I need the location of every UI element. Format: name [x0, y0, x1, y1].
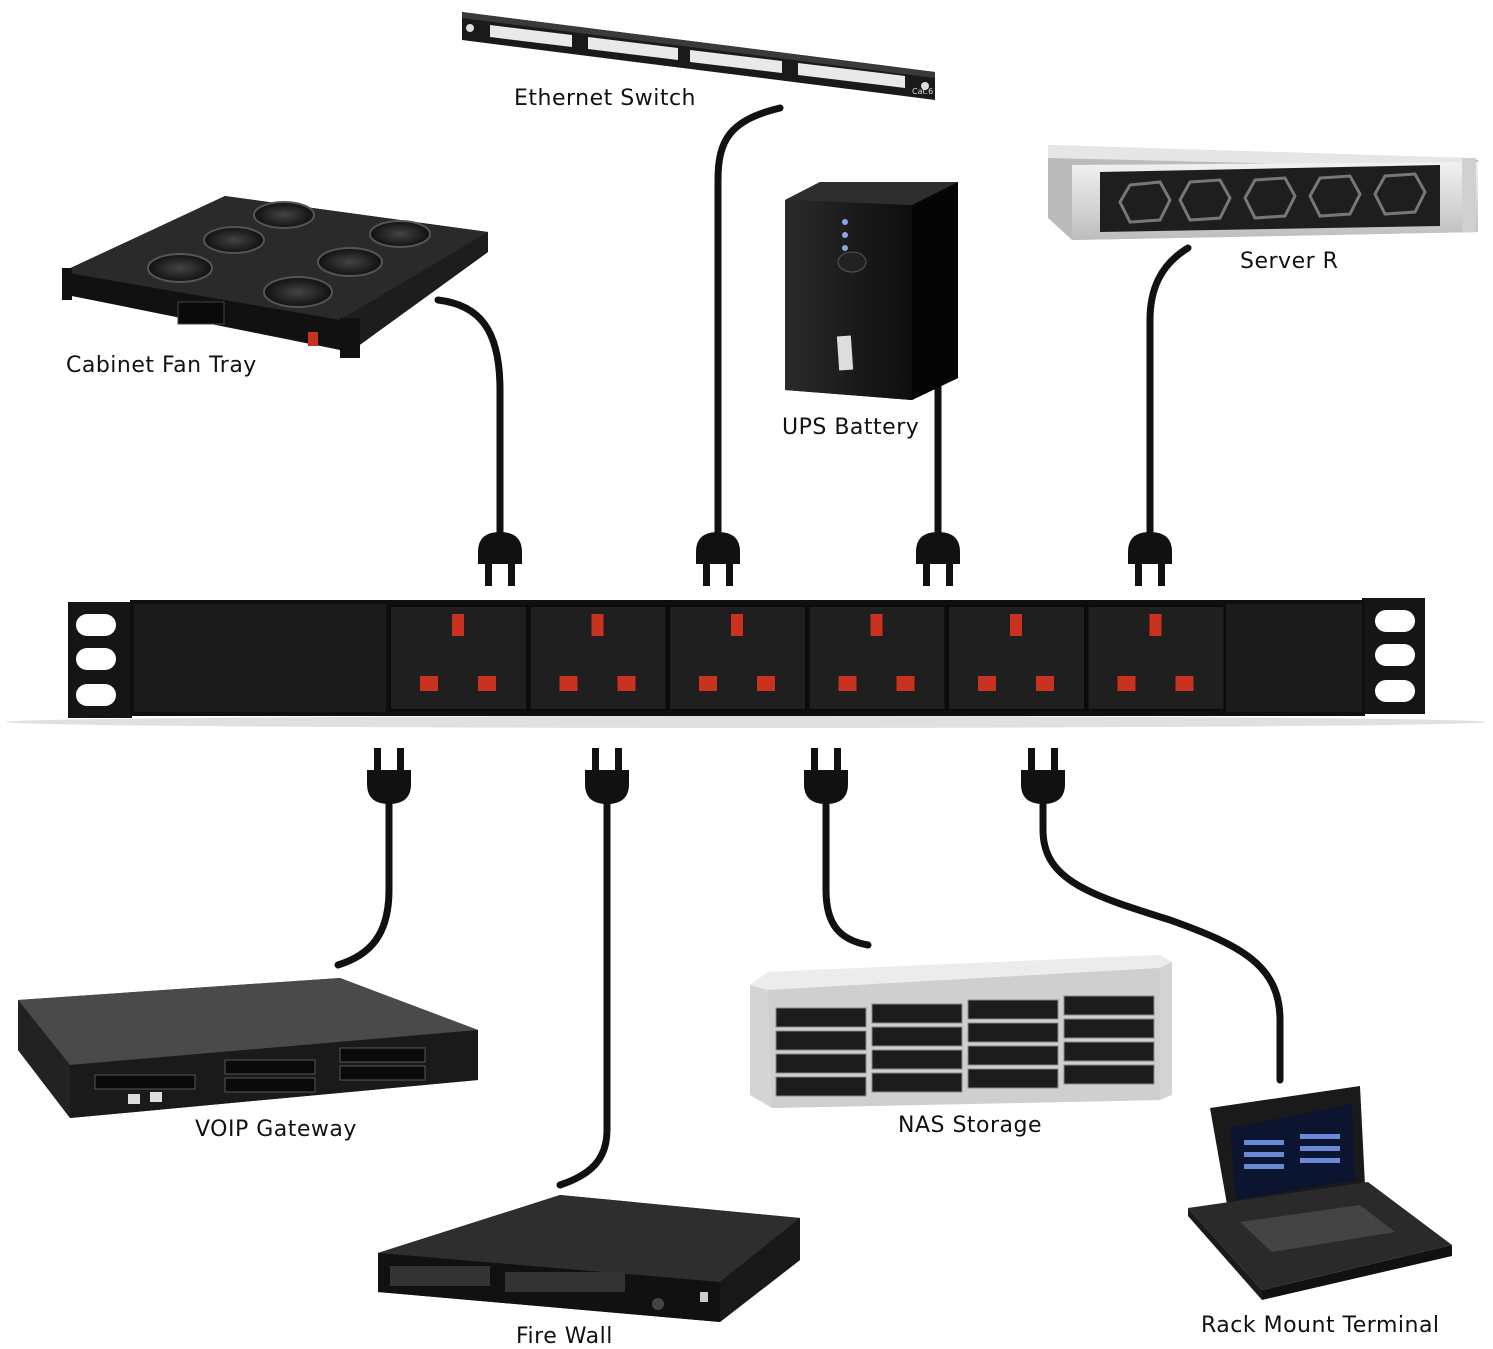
fire-wall-device — [378, 1195, 800, 1322]
label-fire-wall: Fire Wall — [516, 1324, 613, 1349]
cable-terminal — [1039, 796, 1284, 1084]
cabinet-fan-tray-device — [62, 196, 488, 358]
voip-gateway-device — [18, 978, 478, 1118]
nas-storage-device — [750, 955, 1172, 1108]
ethernet-switch-device: Cat.6 — [462, 12, 935, 100]
drive-bay — [871, 1049, 963, 1070]
drive-bay — [871, 1026, 963, 1047]
server-r-device — [1048, 145, 1478, 240]
cable-nas — [822, 796, 872, 949]
drive-bay — [775, 1053, 867, 1074]
lower-cables — [334, 796, 1284, 1189]
plug-lower-4 — [1021, 748, 1065, 804]
nas-drive-bays — [775, 995, 1155, 1097]
outlet-2 — [528, 605, 668, 711]
drive-bay — [775, 1076, 867, 1097]
drive-bay — [1063, 995, 1155, 1016]
drive-bay — [775, 1007, 867, 1028]
plug-lower-1 — [367, 748, 411, 804]
plug-upper-2 — [696, 532, 740, 586]
drive-bay — [967, 999, 1059, 1020]
drive-bay — [775, 1030, 867, 1051]
cable-ethernet-switch — [714, 104, 784, 539]
drive-bay — [967, 1068, 1059, 1089]
label-rack-mount-terminal: Rack Mount Terminal — [1201, 1313, 1440, 1338]
outlet-4 — [807, 605, 947, 711]
drive-bay — [967, 1022, 1059, 1043]
plug-upper-3 — [916, 532, 960, 586]
ear-slot — [76, 614, 116, 636]
label-voip-gateway: VOIP Gateway — [195, 1117, 357, 1142]
cable-firewall — [556, 796, 611, 1189]
outlet-3 — [668, 605, 807, 711]
drive-bay — [1063, 1064, 1155, 1085]
outlet-1 — [389, 605, 528, 711]
outlet-6 — [1086, 605, 1226, 711]
outlet-5 — [947, 605, 1086, 711]
label-ups-battery: UPS Battery — [782, 415, 920, 440]
label-cabinet-fan-tray: Cabinet Fan Tray — [66, 353, 257, 378]
plug-upper-1 — [478, 532, 522, 586]
cable-server — [1146, 244, 1192, 539]
drive-bay — [967, 1045, 1059, 1066]
ups-battery-device — [785, 182, 958, 400]
drive-bay — [1063, 1041, 1155, 1062]
upper-cables — [434, 104, 1192, 539]
plug-upper-4 — [1128, 532, 1172, 586]
plug-lower-2 — [585, 748, 629, 804]
drive-bay — [871, 1072, 963, 1093]
label-nas-storage: NAS Storage — [898, 1113, 1043, 1138]
label-server-r: Server R — [1240, 249, 1339, 274]
patch-panel-tag: Cat.6 — [912, 87, 933, 96]
plug-lower-3 — [804, 748, 848, 804]
upper-plugs — [478, 532, 1172, 586]
rack-mount-terminal-device — [1188, 1086, 1452, 1300]
lower-plugs — [367, 748, 1065, 804]
cable-voip — [334, 796, 393, 969]
cable-fan-tray — [434, 296, 504, 539]
pdu-power-strip — [6, 598, 1486, 728]
label-ethernet-switch: Ethernet Switch — [514, 86, 696, 111]
drive-bay — [871, 1003, 963, 1024]
drive-bay — [1063, 1018, 1155, 1039]
outlet-row — [389, 605, 1226, 711]
